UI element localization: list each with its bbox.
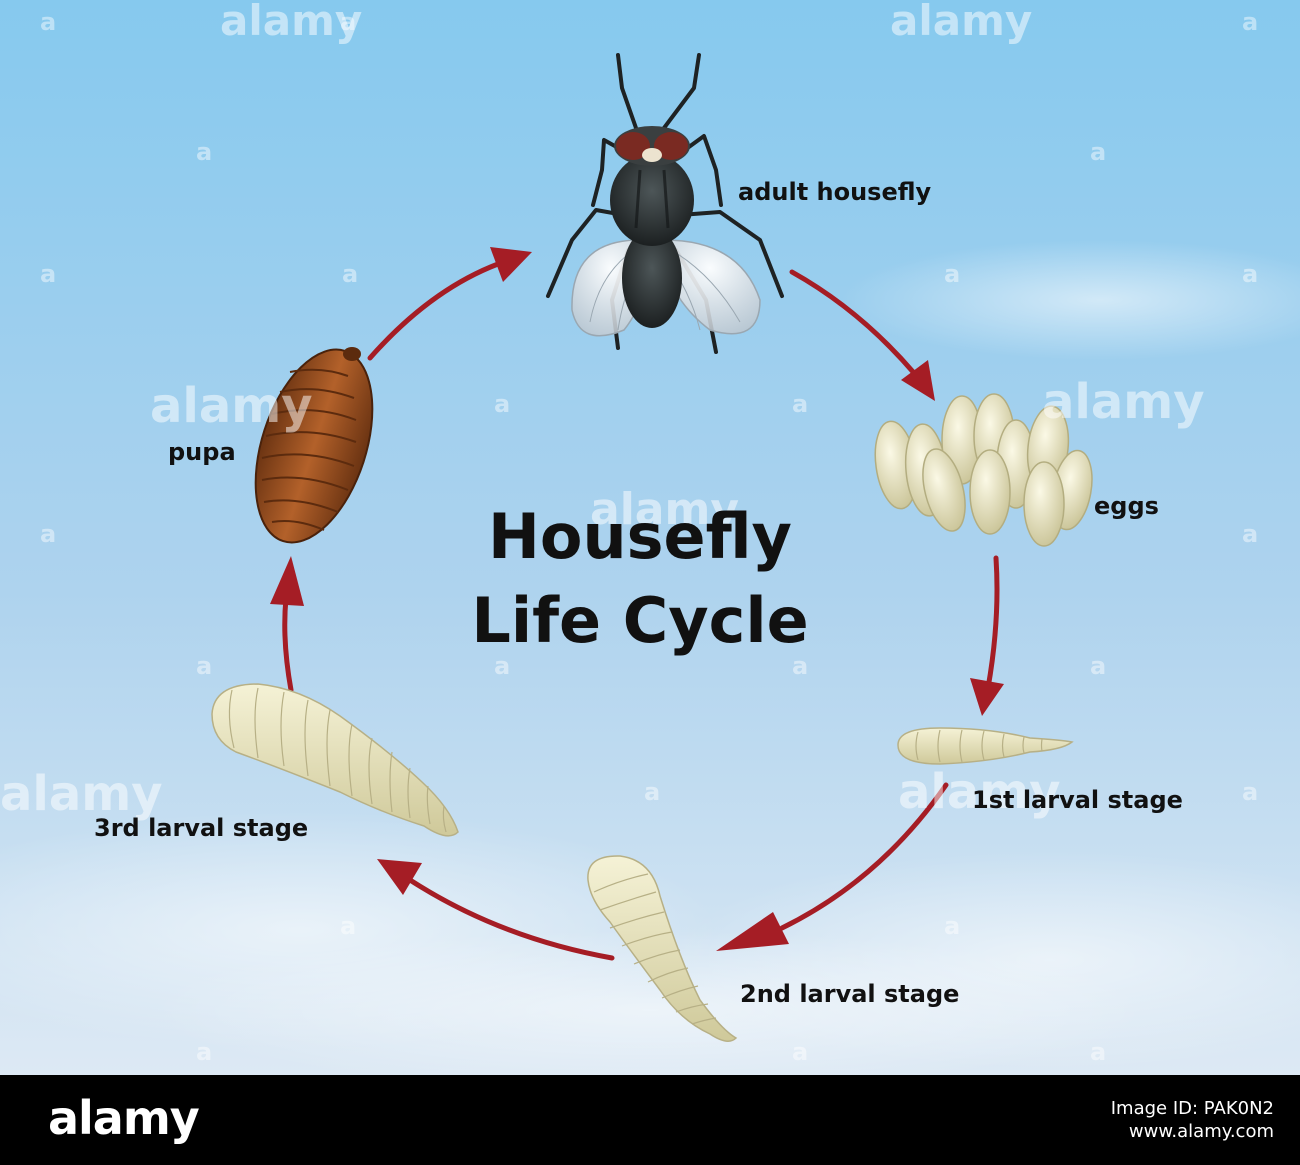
footer-site: www.alamy.com bbox=[1128, 1121, 1274, 1143]
fly-thorax bbox=[610, 154, 694, 246]
label-3rd-larval-stage: 3rd larval stage bbox=[94, 814, 309, 842]
watermark-text: alamy bbox=[0, 766, 163, 822]
watermark-text: alamy bbox=[898, 764, 1061, 820]
arrowhead-larva3-to-pupa bbox=[270, 556, 304, 606]
label-pupa: pupa bbox=[168, 438, 236, 466]
watermark-mark: a bbox=[1242, 520, 1259, 548]
fly-face bbox=[642, 148, 662, 162]
watermark-mark: a bbox=[40, 8, 57, 36]
arrow-adult-to-eggs bbox=[789, 269, 917, 376]
watermark-mark: a bbox=[944, 912, 961, 940]
pupa-tip bbox=[343, 347, 361, 361]
footer-logo: alamy bbox=[48, 1091, 200, 1145]
arrowhead-adult-to-eggs bbox=[901, 360, 935, 401]
watermark-text: alamy bbox=[150, 378, 313, 434]
label-adult-housefly: adult housefly bbox=[738, 178, 932, 206]
arrow-larva3-to-pupa bbox=[282, 595, 294, 693]
watermark-text: alamy bbox=[590, 484, 739, 535]
watermark-mark: a bbox=[340, 912, 357, 940]
footer-image-info: Image ID: PAK0N2 www.alamy.com bbox=[1111, 1097, 1274, 1144]
watermark-mark: a bbox=[1090, 652, 1107, 680]
fly-abdomen bbox=[622, 228, 682, 328]
diagram-title-line-1: Housefly bbox=[488, 500, 792, 573]
watermark-mark: a bbox=[1242, 260, 1259, 288]
arrowhead-eggs-to-larva1 bbox=[970, 678, 1004, 716]
watermark-mark: a bbox=[1090, 1038, 1107, 1066]
eggs-cluster bbox=[874, 393, 1093, 547]
watermark-mark: a bbox=[40, 520, 57, 548]
watermark-mark: a bbox=[1242, 8, 1259, 36]
cycle-arrows bbox=[282, 261, 1000, 961]
watermark-mark: a bbox=[196, 1038, 213, 1066]
arrow-larva1-to-larva2 bbox=[779, 782, 949, 931]
label-eggs: eggs bbox=[1094, 492, 1159, 520]
watermark-mark: a bbox=[342, 260, 359, 288]
arrow-eggs-to-larva1 bbox=[985, 555, 1000, 691]
watermark-mark: a bbox=[792, 652, 809, 680]
larva-2nd-stage bbox=[587, 855, 738, 1042]
label-1st-larval-stage: 1st larval stage bbox=[972, 786, 1183, 814]
fly-left-eye bbox=[616, 132, 650, 160]
diagram-title-line-2: Life Cycle bbox=[471, 584, 809, 657]
watermark-mark: a bbox=[340, 8, 357, 36]
watermark-text: alamy bbox=[220, 0, 363, 45]
pupa-drawing bbox=[254, 347, 374, 544]
footer-bar: alamy Image ID: PAK0N2 www.alamy.com bbox=[0, 1075, 1300, 1165]
watermark-mark: a bbox=[1090, 138, 1107, 166]
larva-3rd-stage bbox=[211, 683, 459, 837]
watermark-mark: a bbox=[792, 390, 809, 418]
watermark-mark: a bbox=[494, 652, 511, 680]
watermark-mark: a bbox=[494, 390, 511, 418]
watermark-text: alamy bbox=[890, 0, 1033, 45]
arrowhead-pupa-to-adult bbox=[490, 247, 532, 282]
watermark-mark: a bbox=[792, 1038, 809, 1066]
cloud-shape bbox=[840, 240, 1300, 360]
arrow-heads bbox=[270, 247, 1004, 951]
watermark-mark: a bbox=[944, 260, 961, 288]
watermark-text: alamy bbox=[1042, 374, 1205, 430]
watermark-mark: a bbox=[196, 138, 213, 166]
larva-1st-stage bbox=[897, 727, 1074, 765]
watermark-mark: a bbox=[644, 778, 661, 806]
cloud-shape bbox=[150, 930, 1150, 1090]
fly-thorax-stripes bbox=[634, 169, 670, 229]
arrow-pupa-to-adult bbox=[367, 261, 501, 361]
label-2nd-larval-stage: 2nd larval stage bbox=[740, 980, 960, 1008]
watermark-mark: a bbox=[196, 652, 213, 680]
watermark-mark: a bbox=[1242, 778, 1259, 806]
adult-housefly-drawing bbox=[546, 53, 784, 354]
arrowhead-larva2-to-larva3 bbox=[377, 859, 422, 895]
arrowhead-larva1-to-larva2 bbox=[716, 912, 789, 951]
arrow-larva2-to-larva3 bbox=[407, 877, 615, 961]
footer-image-id: Image ID: PAK0N2 bbox=[1110, 1098, 1274, 1119]
watermark-mark: a bbox=[40, 260, 57, 288]
fly-right-eye bbox=[654, 132, 688, 160]
